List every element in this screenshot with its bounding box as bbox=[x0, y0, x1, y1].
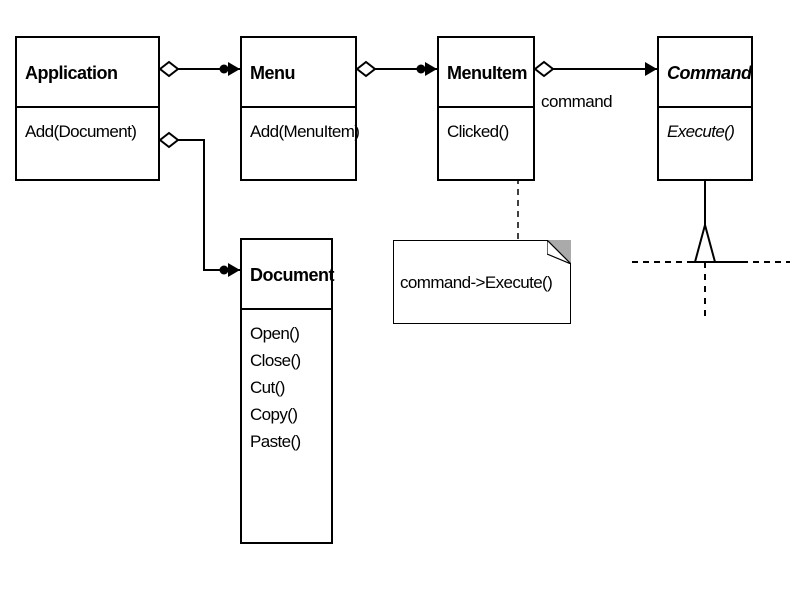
assoc-menu-menuitem bbox=[355, 60, 437, 78]
class-command[interactable]: Command Execute() bbox=[657, 36, 753, 181]
class-document-ops: Open() Close() Cut() Copy() Paste() bbox=[242, 310, 331, 465]
class-menuitem[interactable]: MenuItem Clicked() bbox=[437, 36, 535, 181]
class-document[interactable]: Document Open() Close() Cut() Copy() Pas… bbox=[240, 238, 335, 544]
operation: Execute() bbox=[667, 122, 735, 141]
class-menu-ops: Add(MenuItem) bbox=[242, 108, 360, 155]
inheritance-command bbox=[632, 180, 790, 318]
operation: Paste() bbox=[250, 432, 301, 451]
class-application-ops: Add(Document) bbox=[17, 108, 158, 155]
many-dot-icon bbox=[219, 64, 229, 74]
arrowhead-icon bbox=[425, 62, 437, 76]
operation: Close() bbox=[250, 351, 301, 370]
assoc-menuitem-command bbox=[533, 60, 657, 78]
role-label-command: command bbox=[541, 92, 613, 111]
arrowhead-icon bbox=[645, 62, 657, 76]
aggregation-diamond-icon bbox=[158, 60, 180, 78]
class-document-name: Document bbox=[242, 240, 335, 310]
operation: Add(Document) bbox=[25, 122, 137, 141]
operation: Add(MenuItem) bbox=[250, 122, 360, 141]
note[interactable]: command->Execute() bbox=[393, 240, 571, 324]
note-fold-icon bbox=[547, 240, 571, 264]
operation: Clicked() bbox=[447, 122, 509, 141]
class-menuitem-ops: Clicked() bbox=[439, 108, 533, 155]
many-dot-icon bbox=[219, 265, 229, 275]
class-application-name: Application bbox=[17, 38, 158, 108]
aggregation-diamond-icon bbox=[158, 131, 180, 149]
assoc-application-document bbox=[158, 131, 240, 277]
operation: Cut() bbox=[250, 378, 285, 397]
class-menu[interactable]: Menu Add(MenuItem) bbox=[240, 36, 360, 181]
class-application[interactable]: Application Add(Document) bbox=[15, 36, 160, 181]
class-command-ops: Execute() bbox=[659, 108, 751, 155]
arrowhead-icon bbox=[228, 62, 240, 76]
note-text: command->Execute() bbox=[400, 273, 553, 292]
operation: Copy() bbox=[250, 405, 298, 424]
class-command-name: Command bbox=[659, 38, 752, 108]
aggregation-diamond-icon bbox=[355, 60, 377, 78]
arrowhead-icon bbox=[228, 263, 240, 277]
class-menuitem-name: MenuItem bbox=[439, 38, 533, 108]
operation: Open() bbox=[250, 324, 300, 343]
aggregation-diamond-icon bbox=[533, 60, 555, 78]
class-menu-name: Menu bbox=[242, 38, 355, 108]
assoc-application-menu bbox=[158, 60, 240, 78]
inheritance-triangle-icon bbox=[693, 221, 717, 263]
many-dot-icon bbox=[416, 64, 426, 74]
